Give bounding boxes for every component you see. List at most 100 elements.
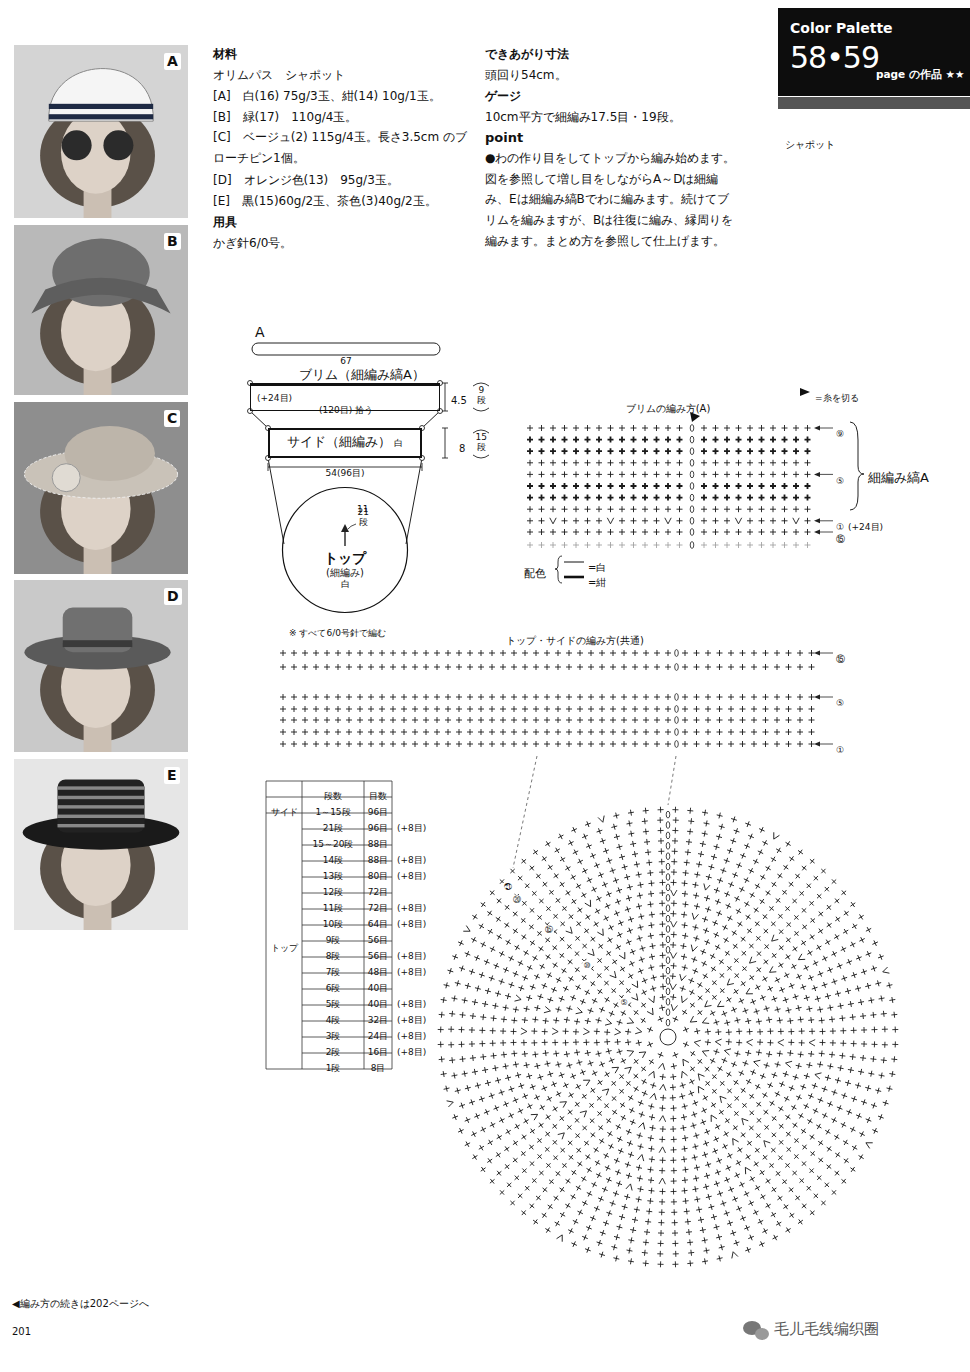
stitch-symbol <box>551 1154 559 1162</box>
stitch-symbol <box>799 983 807 991</box>
stitch-symbol <box>532 1051 539 1058</box>
stitch-symbol <box>654 542 660 548</box>
stitch-symbol <box>504 938 512 946</box>
stitch-symbol <box>521 1051 528 1058</box>
stitch-symbol <box>722 936 730 944</box>
stitch-symbol <box>842 1138 850 1146</box>
stitch-symbol <box>658 1230 664 1236</box>
stitch-symbol <box>732 956 740 964</box>
stitch-symbol <box>534 1004 541 1011</box>
stitch-symbol <box>709 952 717 960</box>
stitch-symbol <box>823 885 831 893</box>
stitch-symbol <box>682 1041 690 1049</box>
stitch-symbol <box>635 903 642 910</box>
stitch-symbol <box>868 997 875 1004</box>
stitch-symbol <box>562 1028 568 1034</box>
stitch-symbol <box>357 741 363 747</box>
stitch-symbol <box>533 650 539 656</box>
outline-line <box>268 458 284 544</box>
stitch-symbol <box>585 460 591 466</box>
stitch-symbol <box>537 1121 545 1129</box>
stitch-symbol <box>699 1227 706 1234</box>
stitch-symbol <box>500 717 506 723</box>
stitch-symbol <box>630 840 637 847</box>
stitch-symbol <box>605 1048 612 1055</box>
stitch-symbol <box>682 1135 689 1142</box>
stitch-symbol <box>739 935 747 943</box>
stitch-symbol <box>515 995 522 1003</box>
stitch-symbol <box>680 943 687 950</box>
chain-symbol <box>675 741 679 748</box>
stitch-symbol <box>891 1056 898 1063</box>
stitch-symbol <box>749 998 757 1006</box>
stitch-symbol <box>745 1139 753 1147</box>
stitch-symbol <box>757 1029 763 1035</box>
stitch-symbol <box>566 958 574 966</box>
stitch-symbol <box>860 1098 868 1106</box>
stitch-symbol <box>357 650 363 656</box>
stitch-symbol <box>809 717 815 723</box>
stitch-symbol <box>736 495 742 501</box>
stitch-symbol <box>562 985 570 993</box>
stitch-symbol <box>815 1174 823 1182</box>
stitch-symbol <box>478 729 484 735</box>
stitch-symbol <box>609 986 617 994</box>
stitch-symbol <box>786 717 792 723</box>
stitch-symbol <box>324 741 330 747</box>
stitch-symbol <box>595 1094 603 1102</box>
stitch-symbol <box>608 471 614 477</box>
stitch-symbol <box>606 1209 614 1217</box>
stitch-symbol <box>665 542 671 548</box>
stitch-symbol <box>550 495 556 501</box>
stitch-symbol <box>575 920 583 928</box>
stitch-symbol <box>480 1014 487 1021</box>
stitch-symbol <box>660 1084 667 1091</box>
outline-line <box>422 411 440 428</box>
stitch-symbol <box>740 729 746 735</box>
chain-symbol <box>690 494 694 501</box>
stitch-symbol <box>640 988 648 996</box>
stitch-symbol <box>588 949 597 958</box>
stitch-symbol <box>625 938 633 946</box>
stitch-symbol <box>544 1113 552 1121</box>
stitch-symbol <box>527 471 533 477</box>
stitch-symbol <box>588 694 594 700</box>
stitch-symbol <box>687 977 695 985</box>
stitch-symbol <box>498 978 506 986</box>
stitch-symbol <box>740 717 746 723</box>
stitch-symbol <box>401 706 407 712</box>
stitch-symbol <box>580 1175 588 1183</box>
stitch-symbol <box>716 1001 724 1010</box>
stitch-symbol <box>291 741 297 747</box>
stitch-symbol <box>744 1246 752 1254</box>
stitch-symbol <box>494 1151 502 1159</box>
stitch-symbol <box>448 1026 454 1032</box>
stitch-symbol <box>602 979 610 987</box>
stitch-symbol <box>619 1057 627 1065</box>
stitch-symbol <box>752 1208 760 1216</box>
stitch-symbol <box>703 820 710 827</box>
stitch-symbol <box>713 471 719 477</box>
stitch-symbol <box>576 858 584 866</box>
stitch-symbol <box>735 1205 743 1213</box>
stitch-symbol <box>782 448 788 454</box>
stitch-symbol <box>834 1151 842 1159</box>
stitch-symbol <box>732 1078 740 1086</box>
stitch-symbol <box>839 1015 846 1022</box>
stitch-symbol <box>599 650 605 656</box>
stitch-symbol <box>637 1143 644 1150</box>
stitch-symbol <box>613 833 620 840</box>
stitch-symbol <box>554 1090 562 1098</box>
stitch-symbol <box>605 1176 613 1184</box>
chain-symbol <box>690 529 694 536</box>
stitch-symbol <box>646 1208 653 1215</box>
stitch-symbol <box>696 861 703 868</box>
chain-symbol <box>666 884 670 891</box>
stitch-symbol <box>743 900 751 908</box>
stitch-symbol <box>694 650 700 656</box>
stitch-symbol <box>595 1017 602 1024</box>
stitch-symbol <box>501 1016 508 1023</box>
stitch-symbol <box>521 1028 527 1035</box>
stitch-symbol <box>659 869 665 875</box>
stitch-symbol <box>574 882 582 890</box>
